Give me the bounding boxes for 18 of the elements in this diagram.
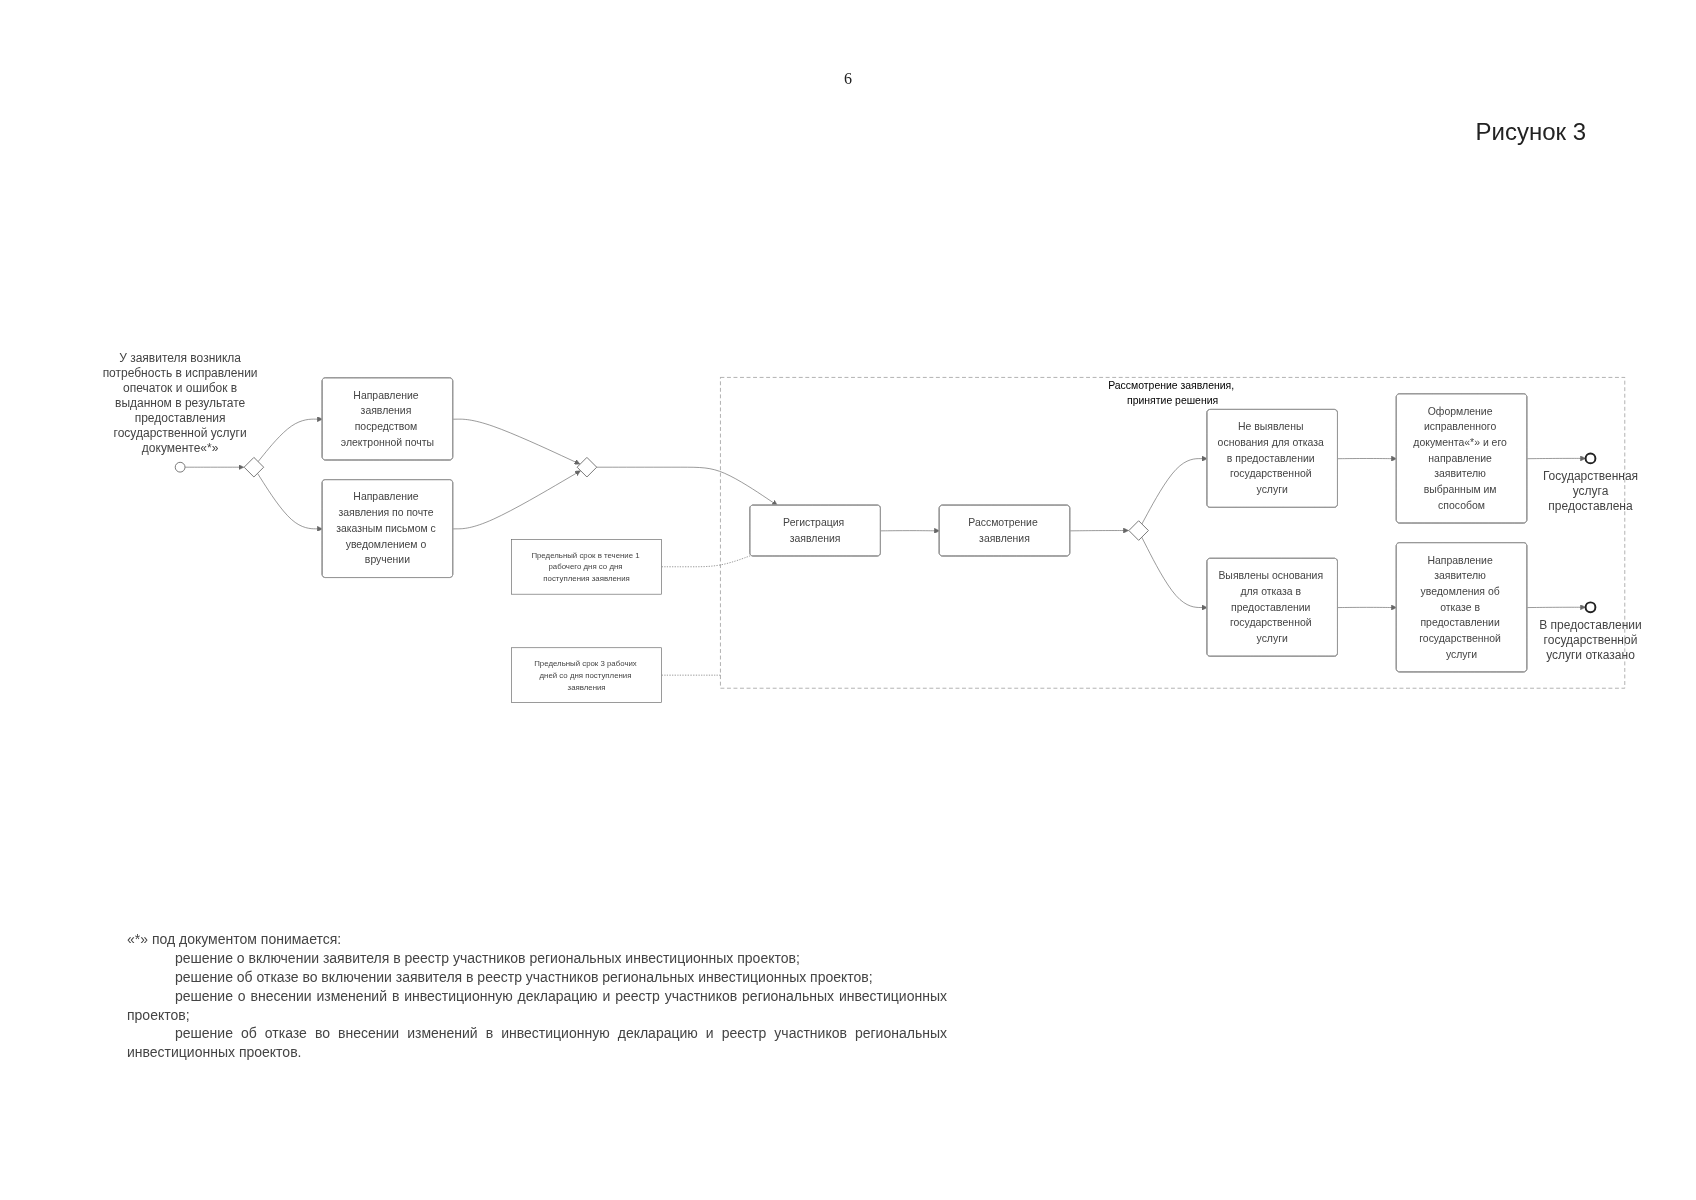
- node-diamond: [1128, 520, 1149, 541]
- event-caption: У заявителя возникла потребность в исправлении опечаток и ошибок в выданном в результате предоставления государственной услуги документе«*»: [101, 351, 259, 457]
- node-diamond: [576, 456, 598, 478]
- node-circle: [1584, 452, 1597, 465]
- connector: [661, 674, 721, 676]
- connector: [661, 555, 752, 568]
- page-number: 6: [843, 70, 853, 88]
- footnote-text: решение об отказе во внесении изменений в инвестиционную декларацию и реестр участников региональных инвестиционных проектов.: [127, 1024, 947, 1063]
- node-circle: [174, 461, 186, 473]
- footnote-text: решение о включении заявителя в реестр участников региональных инвестиционных проектов;: [174, 948, 801, 968]
- node-diamond: [243, 456, 265, 478]
- event-caption: В предоставлении государственной услуги отказано: [1538, 618, 1643, 664]
- event-caption: Государственная услуга предоставлена: [1541, 469, 1640, 515]
- figure-title: Рисунок 3: [1475, 118, 1586, 146]
- footnote-text: решение о внесении изменений в инвестиционную декларацию и реестр участников региональных инвестиционных проектов;: [127, 986, 947, 1025]
- footnote-heading: «*» под документом понимается:: [127, 930, 343, 949]
- footnote-text: решение об отказе во включении заявителя в реестр участников региональных инвестиционных проектов;: [174, 967, 874, 987]
- node-circle: [1584, 601, 1597, 614]
